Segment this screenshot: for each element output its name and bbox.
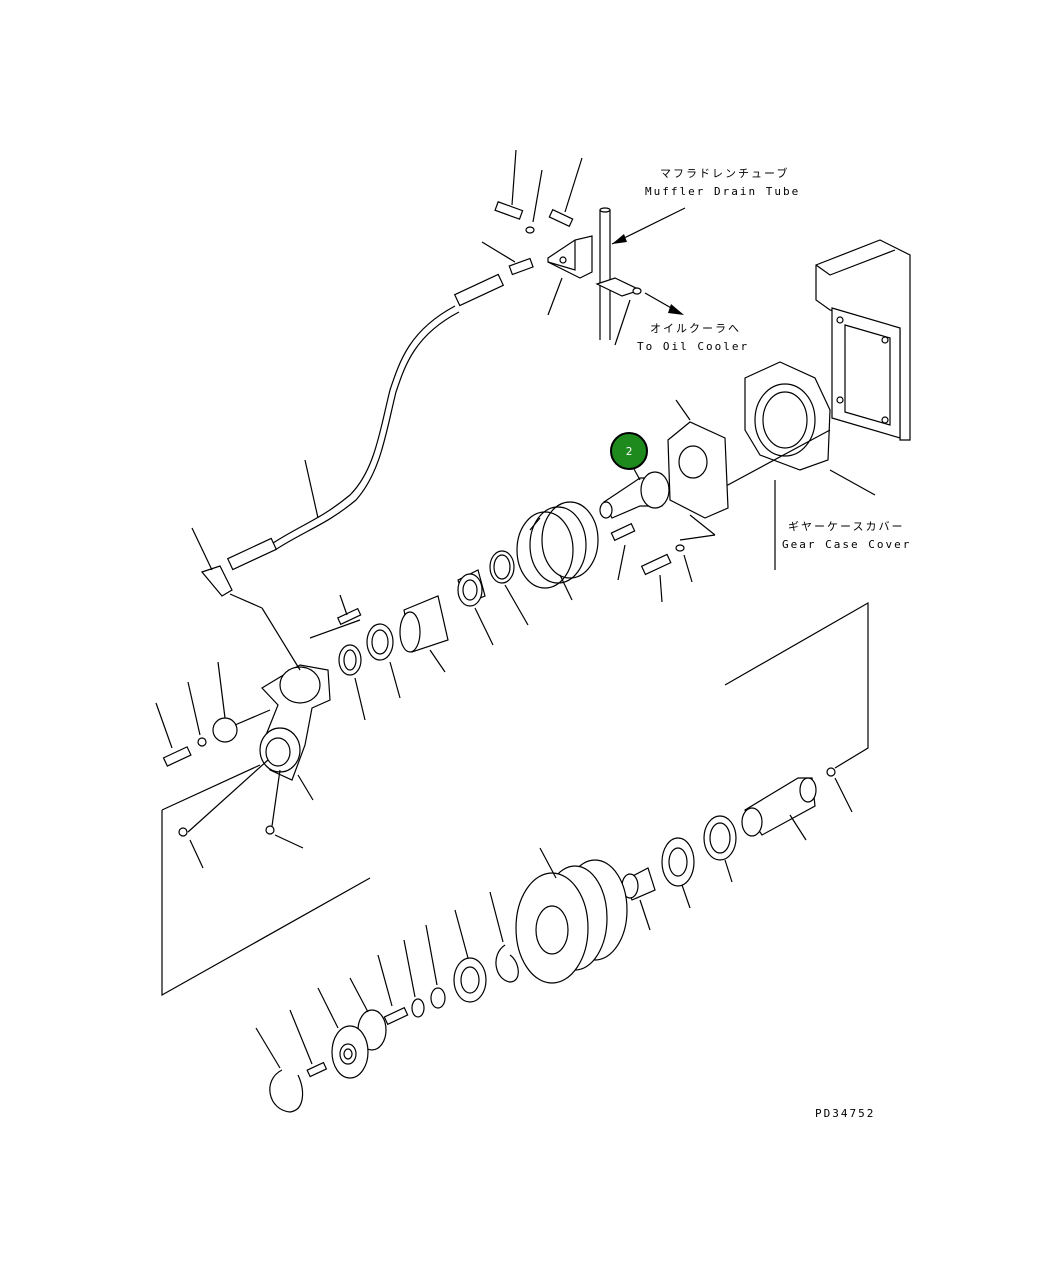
flange-shaft-group	[599, 399, 729, 603]
pulley-assembly-group	[255, 767, 853, 1113]
muffler-drain-tube-group	[481, 149, 686, 346]
callout-marker-2[interactable]: 2	[610, 432, 648, 481]
to-oil-cooler-en-label: To Oil Cooler	[637, 340, 749, 353]
gear-case-cover-jp-label: ギヤーケースカバー	[788, 520, 904, 533]
hose-group	[191, 273, 505, 597]
lower-section-frame	[161, 601, 869, 997]
lever-arm-group	[155, 593, 331, 869]
gear-case-cover-group	[699, 239, 911, 570]
gear-case-cover-en-label: Gear Case Cover	[782, 538, 911, 551]
spring-bearing-group	[309, 501, 599, 721]
muffler-drain-tube-en-label: Muffler Drain Tube	[645, 185, 800, 198]
drawing-number: PD34752	[815, 1107, 875, 1120]
callout-number: 2	[626, 445, 633, 458]
muffler-drain-tube-jp-label: マフラドレンチューブ	[660, 166, 789, 180]
callout-circle	[610, 432, 648, 470]
to-oil-cooler-jp-label: オイルクーラへ	[650, 322, 741, 335]
